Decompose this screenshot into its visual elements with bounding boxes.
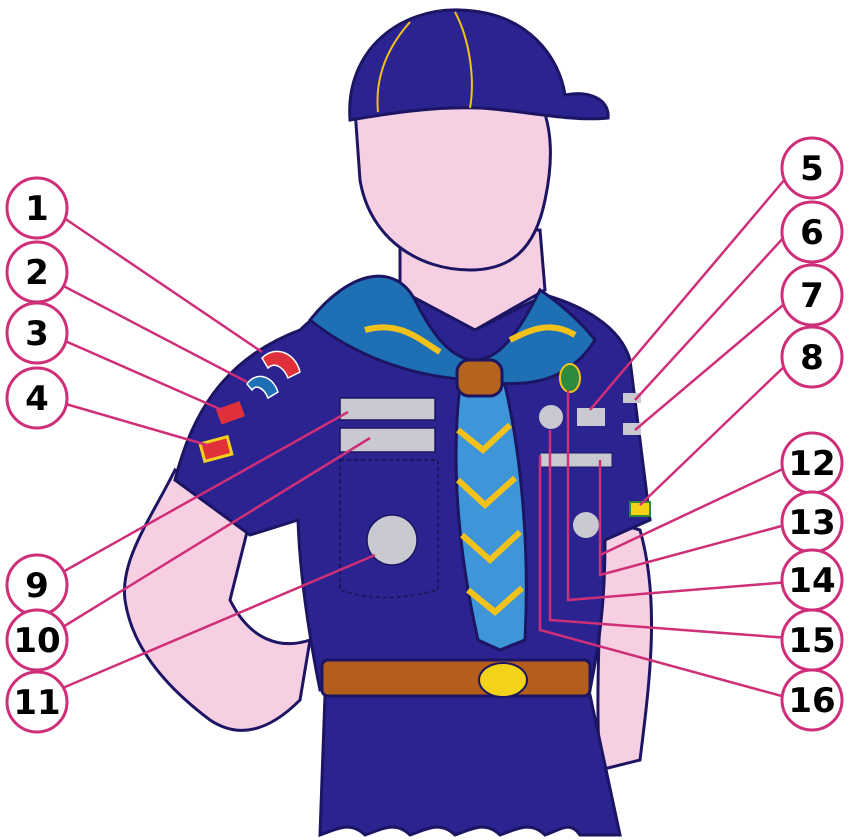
- callout-12: 12: [782, 433, 842, 493]
- leader-line-2: [52, 280, 247, 382]
- callout-label: 12: [788, 444, 835, 484]
- callout-label: 10: [13, 621, 60, 661]
- badge-leaf: [560, 364, 580, 392]
- callout-9: 9: [7, 555, 67, 615]
- leader-line-5: [590, 172, 791, 410]
- leader-line-4: [52, 400, 207, 445]
- callout-10: 10: [7, 610, 67, 670]
- badge-strip-9: [340, 398, 435, 420]
- callout-5: 5: [782, 138, 842, 198]
- callout-label: 4: [25, 379, 49, 419]
- shorts: [320, 695, 620, 835]
- callout-label: 9: [25, 566, 49, 606]
- callout-16: 16: [782, 670, 842, 730]
- callout-label: 7: [800, 276, 824, 316]
- callout-11: 11: [7, 672, 67, 732]
- callout-label: 5: [800, 149, 824, 189]
- callout-4: 4: [7, 368, 67, 428]
- leader-line-8: [640, 362, 789, 505]
- badge-circle-15: [539, 405, 563, 429]
- badge-circle-11: [367, 515, 417, 565]
- callout-label: 11: [13, 683, 60, 723]
- callout-label: 16: [788, 681, 835, 721]
- callout-2: 2: [7, 242, 67, 302]
- leader-line-3: [56, 337, 222, 410]
- leader-line-7: [635, 300, 789, 430]
- cap: [350, 10, 608, 120]
- callout-8: 8: [782, 327, 842, 387]
- callout-label: 1: [25, 189, 49, 229]
- callout-13: 13: [782, 492, 842, 552]
- callout-label: 8: [800, 338, 824, 378]
- belt: [322, 660, 590, 696]
- callout-label: 3: [25, 314, 49, 354]
- callout-14: 14: [782, 550, 842, 610]
- callout-label: 13: [788, 503, 835, 543]
- callout-3: 3: [7, 303, 67, 363]
- callout-6: 6: [782, 202, 842, 262]
- leader-line-6: [635, 236, 785, 400]
- sleeve-badge-7: [623, 423, 641, 435]
- woggle: [457, 360, 502, 396]
- callout-7: 7: [782, 265, 842, 325]
- callout-label: 15: [788, 621, 835, 661]
- callout-15: 15: [782, 610, 842, 670]
- leader-line-1: [64, 218, 262, 352]
- callout-label: 14: [788, 561, 835, 601]
- callout-label: 2: [25, 253, 49, 293]
- callout-1: 1: [7, 178, 67, 238]
- callout-label: 6: [800, 213, 824, 253]
- belt-buckle: [479, 663, 527, 697]
- badge-circle-12: [573, 512, 599, 538]
